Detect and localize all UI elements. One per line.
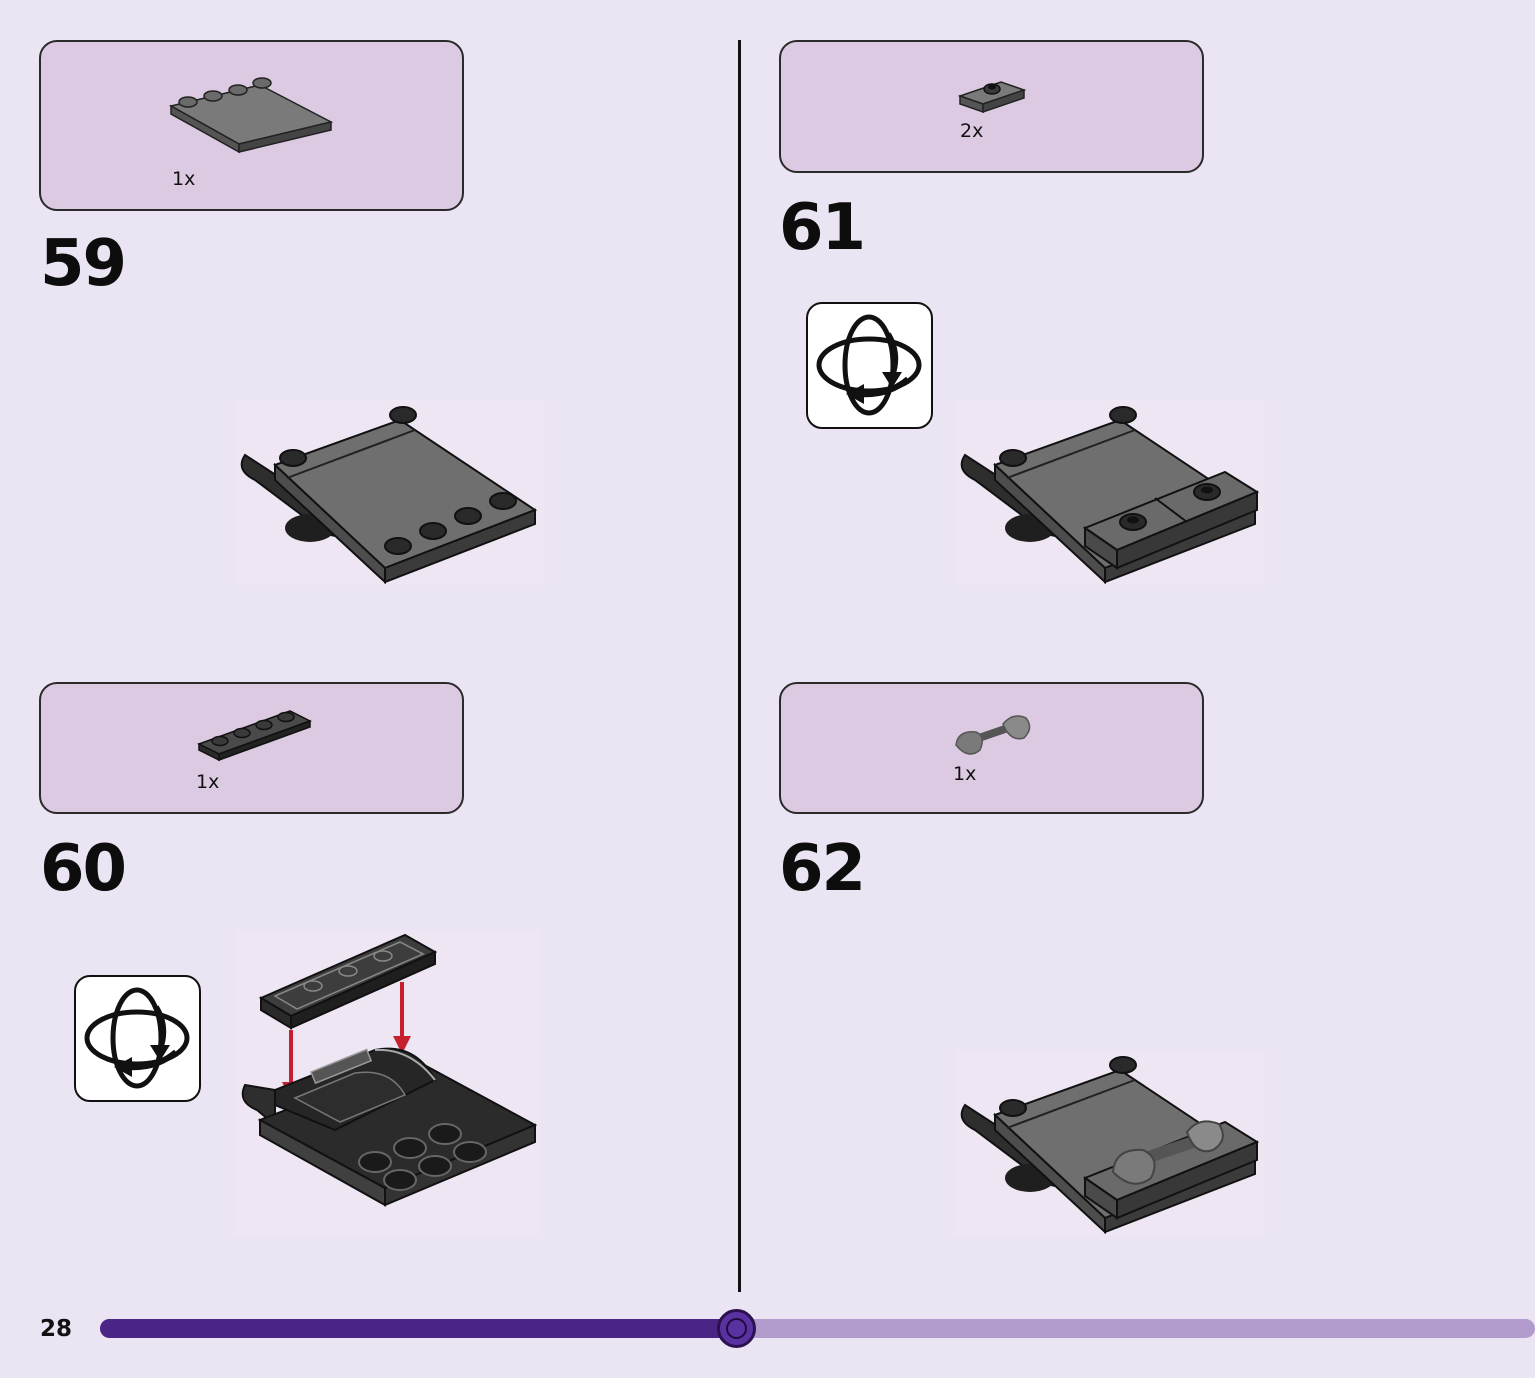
parts-callout-step-61: 2x <box>779 40 1204 173</box>
progress-bar-fill <box>100 1319 736 1338</box>
progress-marker-icon <box>716 1309 756 1348</box>
step-59-assembly-illustration <box>235 400 545 585</box>
step-62-assembly-illustration <box>955 1050 1265 1235</box>
black-1x4-plate-icon <box>197 710 312 762</box>
step-number: 61 <box>779 191 866 265</box>
page-number: 28 <box>40 1316 73 1342</box>
column-divider <box>738 40 741 1292</box>
grey-1x2-jumper-plate-icon <box>957 81 1027 114</box>
step-number: 62 <box>779 832 866 906</box>
part-quantity: 1x <box>172 168 196 190</box>
step-61-assembly-illustration <box>955 400 1265 585</box>
step-60-assembly-illustration <box>235 930 540 1235</box>
part-quantity: 1x <box>196 771 220 793</box>
grey-bone-piece-icon <box>955 715 1031 755</box>
parts-callout-step-60: 1x <box>39 682 464 814</box>
rotate-arrows-icon <box>816 314 922 416</box>
parts-callout-step-62: 1x <box>779 682 1204 814</box>
rotate-model-callout <box>74 975 201 1102</box>
progress-bar <box>100 1319 1535 1338</box>
rotate-arrows-icon <box>84 987 190 1089</box>
parts-callout-step-59: 1x <box>39 40 464 211</box>
part-quantity: 1x <box>953 763 977 785</box>
grey-4x4-tile-with-studs-icon <box>168 77 334 154</box>
step-number: 60 <box>40 832 127 906</box>
rotate-model-callout <box>806 302 933 429</box>
part-quantity: 2x <box>960 120 984 142</box>
step-number: 59 <box>40 227 127 301</box>
